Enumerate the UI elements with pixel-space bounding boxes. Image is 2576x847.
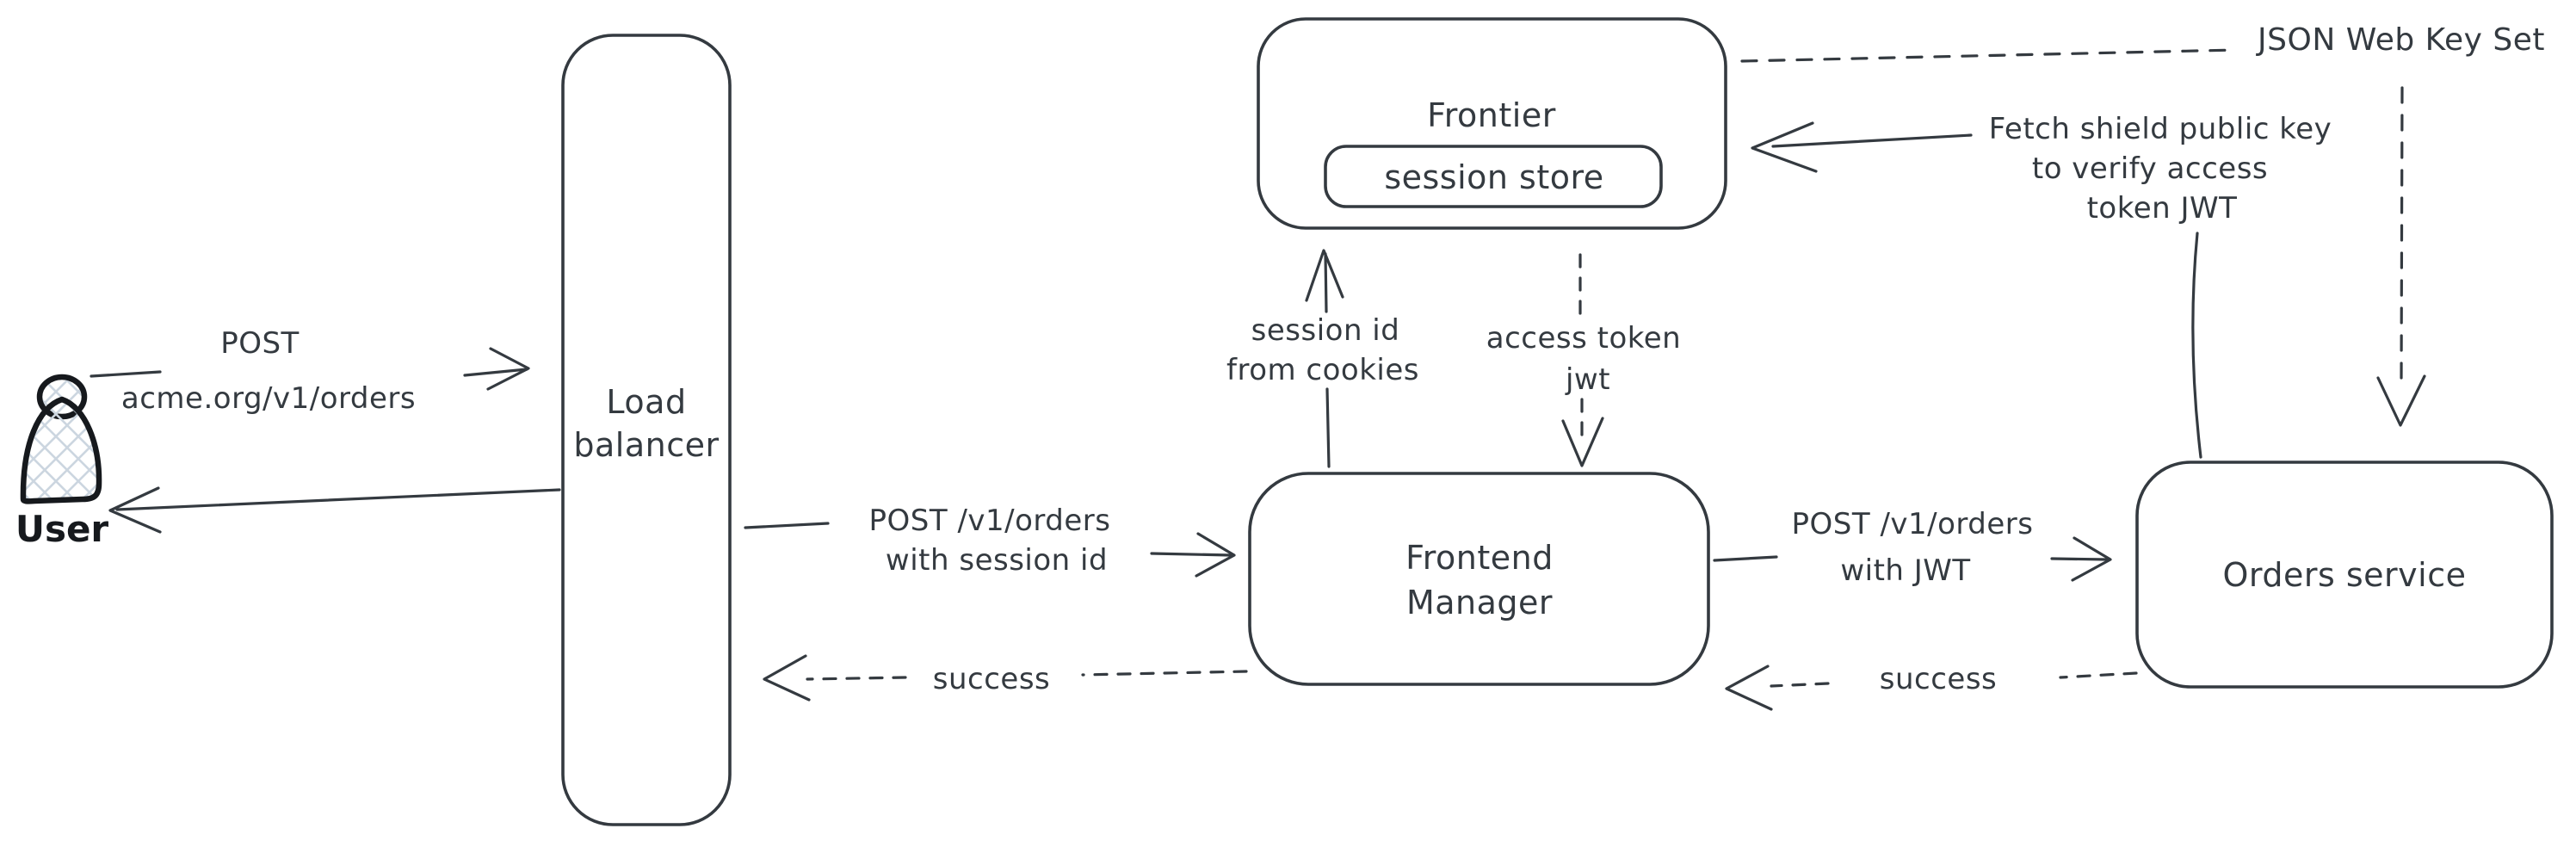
edge-fetch-key-label-2: to verify access	[2032, 151, 2268, 186]
edge-access-token-label-1: access token	[1486, 321, 1681, 355]
edge-user-request-label-2: acme.org/v1/orders	[121, 381, 416, 416]
user-body	[20, 396, 102, 504]
arrowhead-left-icon	[1725, 665, 1773, 711]
edge-lb-to-frontend-label-2: with session id	[886, 543, 1108, 578]
edge-orders-to-frontend-success-label: success	[1880, 662, 1998, 696]
arrowhead-left-icon	[108, 486, 162, 534]
edge-lb-return	[108, 486, 561, 534]
edge-user-request: POST acme.org/v1/orders	[90, 326, 530, 416]
edge-jwks: JSON Web Key Set	[1740, 22, 2545, 427]
edge-fetch-key: Fetch shield public key to verify access…	[1751, 112, 2332, 459]
edge-fetch-key-label-1: Fetch shield public key	[1989, 112, 2332, 146]
edge-user-request-label-1: POST	[220, 326, 300, 361]
edge-access-token-label-2: jwt	[1565, 362, 1610, 397]
arrowhead-down-icon	[1561, 417, 1604, 467]
edge-fetch-key-label-3: token JWT	[2087, 191, 2238, 226]
arrowhead-down-icon	[2376, 374, 2426, 427]
user-label: User	[15, 508, 109, 550]
arrowhead-left-icon	[1751, 121, 1818, 173]
frontier-label: Frontier	[1427, 96, 1556, 134]
edge-frontend-to-orders-label-2: with JWT	[1840, 553, 1970, 588]
edge-session-lookup-label-1: session id	[1251, 313, 1400, 348]
orders-service-node: Orders service	[2135, 461, 2554, 689]
edge-lb-to-frontend: POST /v1/orders with session id	[744, 504, 1236, 578]
load-balancer-label-1: Load	[606, 383, 686, 421]
jwks-label: JSON Web Key Set	[2256, 22, 2545, 58]
user-node: User	[15, 374, 109, 550]
orders-service-label: Orders service	[2223, 556, 2467, 594]
arrowhead-right-icon	[1195, 532, 1236, 578]
load-balancer-label-2: balancer	[573, 426, 719, 464]
session-store-node	[1324, 145, 1663, 208]
edge-frontend-to-orders: POST /v1/orders with JWT	[1713, 507, 2112, 588]
load-balancer-node: Load balancer	[561, 34, 732, 826]
edge-session-lookup-label-2: from cookies	[1226, 353, 1419, 387]
arrowhead-left-icon	[763, 654, 811, 702]
edge-orders-to-frontend-success: success	[1725, 662, 2138, 711]
edge-access-token: access token jwt	[1486, 253, 1681, 467]
edge-frontend-to-lb-success-label: success	[933, 662, 1051, 696]
edge-session-lookup: session id from cookies	[1226, 249, 1419, 468]
frontend-manager-label-1: Frontend	[1405, 539, 1554, 577]
arrowhead-up-icon	[1305, 249, 1344, 302]
edge-frontend-to-lb-success: success	[763, 654, 1248, 702]
edge-lb-to-frontend-label-1: POST /v1/orders	[869, 504, 1111, 538]
arrowhead-right-icon	[486, 347, 530, 391]
frontier-node: Frontier session store	[1257, 17, 1727, 230]
edge-frontend-to-orders-label-1: POST /v1/orders	[1792, 507, 2034, 541]
frontend-manager-label-2: Manager	[1406, 584, 1553, 621]
session-store-label: session store	[1384, 158, 1603, 196]
frontend-manager-node: Frontend Manager	[1248, 472, 1710, 686]
arrowhead-right-icon	[2071, 536, 2112, 582]
